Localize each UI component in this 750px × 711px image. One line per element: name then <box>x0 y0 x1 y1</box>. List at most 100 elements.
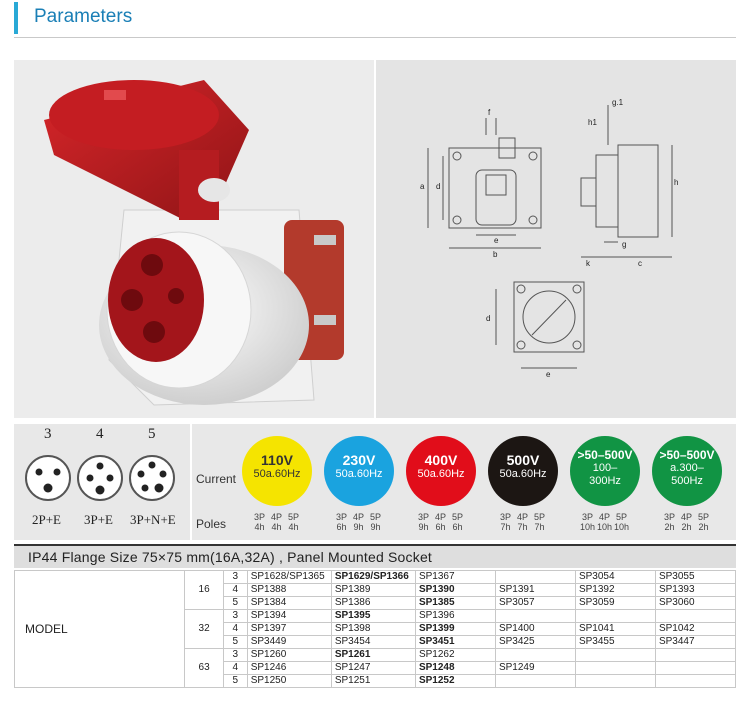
pole-type: 4P <box>270 512 282 522</box>
frequency-value: a.300– 500Hz <box>670 462 704 487</box>
table-title-bar: IP44 Flange Size 75×75 mm(16A,32A) , Pan… <box>14 544 736 568</box>
pole-type: 3P <box>499 512 511 522</box>
pole-hour: 10h <box>596 522 613 532</box>
product-photo <box>14 60 374 418</box>
voltage-value: 230V <box>342 452 376 468</box>
model-cell: SP1252 <box>414 674 496 688</box>
dim-label-f: f <box>488 108 491 117</box>
model-cell: SP1250 <box>246 674 332 688</box>
model-cell <box>494 674 576 688</box>
pin-configurations: 3 4 5 2P+E 3P+E 3P+N+E <box>14 424 190 540</box>
socket-illustration <box>44 80 344 406</box>
model-cell: SP1398 <box>330 622 416 636</box>
header-divider <box>14 37 736 38</box>
pole-hour: 10h <box>579 522 596 532</box>
dim-label-d: d <box>436 182 441 191</box>
model-label: MODEL <box>13 570 186 688</box>
pin-diagram-4 <box>77 455 123 501</box>
model-cell: SP1388 <box>246 583 332 597</box>
model-cell: SP1367 <box>414 570 496 584</box>
pole-hour: 7h <box>534 522 545 532</box>
model-cell: SP1249 <box>494 661 576 675</box>
dim-label-e2: e <box>546 370 551 379</box>
pole-type: 3P <box>417 512 429 522</box>
model-cell: SP1394 <box>246 609 332 623</box>
model-cell: SP1393 <box>654 583 737 597</box>
poles-cell: 3 <box>222 570 248 584</box>
frequency-value: 50a.60Hz <box>335 468 383 480</box>
poles-label: Poles <box>196 517 227 531</box>
model-cell <box>654 609 737 623</box>
model-cell <box>494 648 576 662</box>
dim-label-h: h <box>674 178 679 187</box>
model-cell <box>574 661 656 675</box>
pole-hour: 4h <box>288 522 299 532</box>
pole-type: 5P <box>369 512 381 522</box>
pole-hour: 10h <box>613 522 630 532</box>
dim-label-g1: g.1 <box>612 98 624 107</box>
poles-cell: 5 <box>222 596 248 610</box>
model-cell: SP3451 <box>414 635 496 649</box>
model-cell: SP1628/SP1365 <box>246 570 332 584</box>
page-title: Parameters <box>34 6 133 27</box>
model-cell <box>494 570 576 584</box>
pole-hour: 2h <box>681 522 692 532</box>
model-cell <box>574 609 656 623</box>
pin-caption-5: 3P+N+E <box>130 512 176 527</box>
model-cell: SP1392 <box>574 583 656 597</box>
model-cell: SP1262 <box>414 648 496 662</box>
pole-hour: 2h <box>698 522 709 532</box>
model-cell: SP3059 <box>574 596 656 610</box>
voltage-value: 500V <box>506 452 540 468</box>
amperage-cell: 63 <box>184 648 224 688</box>
model-cell: SP1391 <box>494 583 576 597</box>
model-cell: SP1399 <box>414 622 496 636</box>
voltage-value: 400V <box>424 452 458 468</box>
pole-hour: 6h <box>452 522 463 532</box>
model-cell <box>654 674 737 688</box>
pole-hour: 4h <box>271 522 282 532</box>
pole-type: 3P <box>253 512 265 522</box>
model-cell: SP1386 <box>330 596 416 610</box>
pole-type: 5P <box>451 512 463 522</box>
pole-type: 3P <box>335 512 347 522</box>
poles-cell: 3 <box>222 648 248 662</box>
model-cell: SP3055 <box>654 570 737 584</box>
pole-type: 5P <box>287 512 299 522</box>
pole-hour: 7h <box>500 522 511 532</box>
model-cell: SP1390 <box>414 583 496 597</box>
pole-type: 4P <box>516 512 528 522</box>
model-cell: SP1389 <box>330 583 416 597</box>
current-label: Current <box>196 472 237 486</box>
dimension-drawing-svg <box>427 105 673 369</box>
frequency-value: 100– 300Hz <box>589 462 621 487</box>
dim-label-h1: h1 <box>588 118 597 127</box>
model-cell: SP1397 <box>246 622 332 636</box>
model-cell: SP1629/SP1366 <box>330 570 416 584</box>
model-cell: SP3455 <box>574 635 656 649</box>
frequency-value: 50a.60Hz <box>417 468 465 480</box>
pole-type: 3P <box>663 512 675 522</box>
pole-type: 5P <box>615 512 627 522</box>
model-cell: SP1248 <box>414 661 496 675</box>
model-cell <box>654 648 737 662</box>
model-cell: SP3057 <box>494 596 576 610</box>
model-cell: SP1041 <box>574 622 656 636</box>
pole-hour: 4h <box>254 522 265 532</box>
dim-label-d2: d <box>486 314 491 323</box>
pin-count-5: 5 <box>148 426 156 442</box>
pole-type: 4P <box>352 512 364 522</box>
pole-type: 4P <box>680 512 692 522</box>
